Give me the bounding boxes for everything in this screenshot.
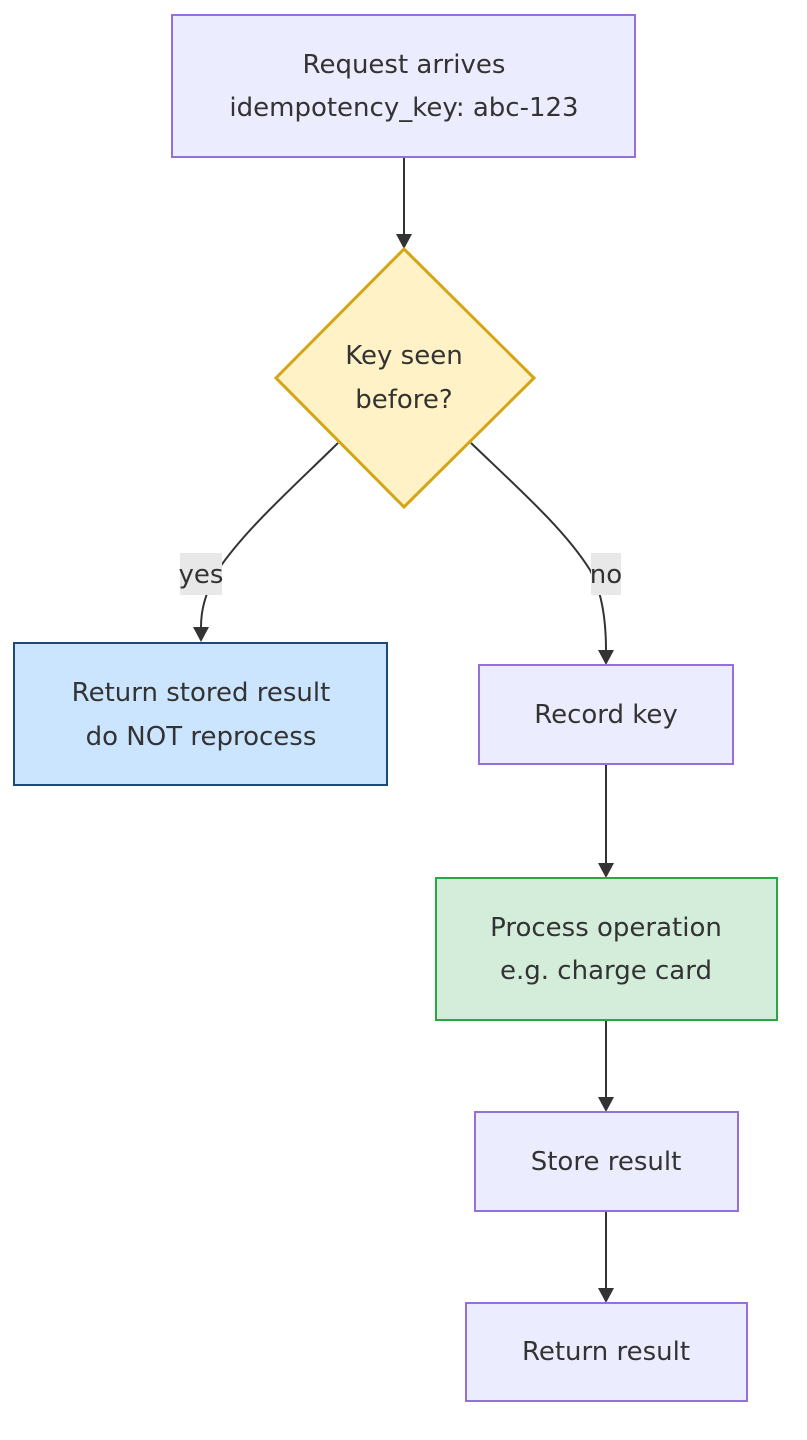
edge-label-no: no	[590, 553, 622, 595]
node-return-result: Return result	[465, 1302, 748, 1402]
node-record-key-label: Record key	[534, 700, 678, 730]
arrowhead	[396, 234, 412, 249]
edge-label-yes: yes	[179, 553, 224, 595]
node-store-result: Store result	[474, 1111, 739, 1212]
node-request-arrives: Request arrives idempotency_key: abc-123	[171, 14, 636, 158]
arrowhead	[193, 627, 209, 642]
node-record-key: Record key	[478, 664, 734, 765]
node-return-stored-line1: Return stored result	[72, 678, 331, 708]
edge-label-yes-text: yes	[179, 560, 224, 590]
node-return-stored-result: Return stored result do NOT reprocess	[13, 642, 388, 786]
node-store-result-label: Store result	[531, 1147, 682, 1177]
edge-store-to-return	[598, 1211, 614, 1303]
arrowhead	[598, 1097, 614, 1112]
arrowhead	[598, 650, 614, 665]
arrowhead	[598, 863, 614, 878]
node-process-line1: Process operation	[490, 913, 722, 943]
edge-request-to-decision	[396, 158, 412, 249]
node-return-stored-line2: do NOT reprocess	[86, 722, 317, 752]
node-process-line2: e.g. charge card	[500, 956, 712, 986]
node-decision-line1: Key seen	[345, 341, 462, 371]
edge-process-to-store	[598, 1020, 614, 1112]
edge-decision-no	[470, 442, 614, 665]
edge-decision-yes	[193, 442, 339, 642]
edge-label-no-text: no	[590, 560, 622, 590]
arrowhead	[598, 1288, 614, 1303]
node-return-result-label: Return result	[522, 1337, 690, 1367]
node-request-line1: Request arrives	[303, 50, 506, 80]
node-request-line2: idempotency_key: abc-123	[229, 93, 578, 123]
node-decision-line2: before?	[355, 385, 452, 415]
node-decision-key-seen: Key seen before?	[273, 246, 537, 510]
edge-record-to-process	[598, 764, 614, 878]
node-process-operation: Process operation e.g. charge card	[435, 877, 778, 1021]
